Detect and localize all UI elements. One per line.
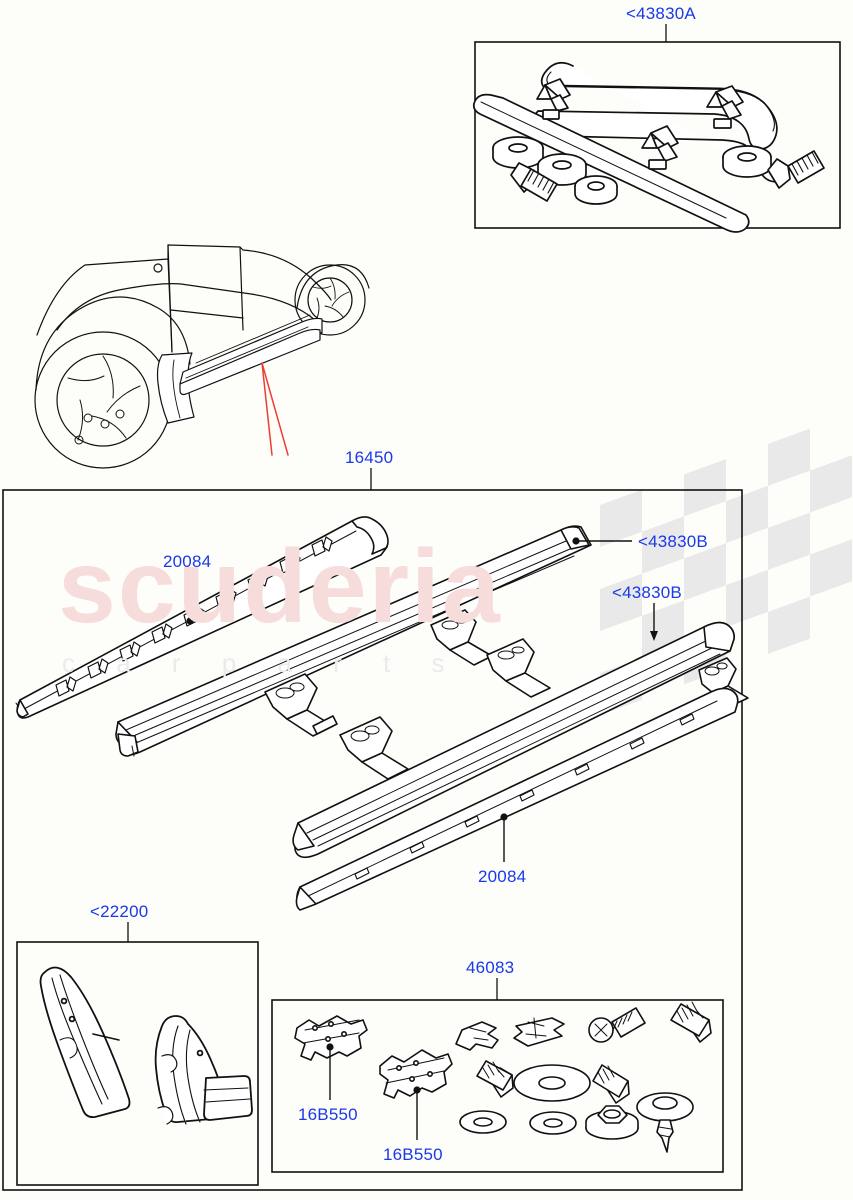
flange-bolt — [592, 1064, 630, 1104]
dot-16b550-right — [413, 1086, 421, 1094]
mud-flap-front-pin — [92, 1033, 120, 1041]
side-step-assembly-illustration — [15, 516, 749, 911]
callout-leaders — [186, 537, 658, 1140]
dot-20084-top — [186, 617, 194, 625]
rear-wheel-tyre — [294, 264, 366, 336]
vehicle-lower-body — [56, 283, 316, 331]
callout-label-16b550-left: 16B550 — [298, 1105, 358, 1124]
small-washer-2 — [529, 1111, 577, 1135]
mounting-bracket-d — [486, 638, 551, 698]
panel-boxes — [2, 41, 841, 1191]
dot-16b550-left — [326, 1043, 334, 1051]
tube-bar-lower-highlight — [480, 101, 727, 219]
spacer-washer-1 — [492, 136, 544, 169]
mounting-bracket-a — [264, 673, 338, 737]
step-tread-rail — [15, 516, 389, 719]
rear-wheel-rim — [307, 277, 353, 323]
vehicle-door-handle-hole — [153, 263, 163, 273]
large-washer — [513, 1064, 591, 1102]
front-wheel-spokes — [67, 355, 141, 445]
vehicle-mud-flap-crease — [172, 359, 181, 419]
push-rivet — [636, 1092, 694, 1153]
mounting-bracket-b — [339, 716, 409, 780]
spacer-washer-3 — [574, 175, 618, 205]
spring-clip-b — [513, 1017, 565, 1047]
step-body-lower — [292, 621, 749, 859]
front-wheel-arch — [35, 296, 191, 391]
vehicle-running-board — [179, 314, 323, 396]
bar-bracket-1 — [536, 78, 571, 120]
callout-label-16b550-right: 16B550 — [383, 1145, 443, 1164]
hex-bolt-right — [767, 150, 825, 189]
callout-label-43830b-lower: <43830B — [612, 583, 682, 602]
panel-16450-box — [2, 489, 743, 1191]
vehicle-mud-flap — [156, 352, 195, 424]
spacer-washer-4 — [722, 145, 772, 178]
bar-bracket-2 — [641, 125, 679, 170]
rear-wheel-spokes — [312, 277, 350, 319]
mud-flap-front — [39, 966, 131, 1119]
side-bar-kit-illustration — [472, 61, 825, 233]
bar-bracket-3 — [706, 85, 744, 129]
mud-flap-illustration — [39, 966, 253, 1125]
rear-wheel-arch — [296, 264, 370, 309]
panel-leader-lines — [127, 24, 667, 1000]
panel-label-43830a: <43830A — [626, 4, 696, 23]
dot-20084-bottom — [500, 813, 508, 821]
small-washer-1 — [459, 1110, 507, 1134]
arrow-43830b-lower — [650, 631, 658, 641]
spring-clip-a — [455, 1021, 499, 1051]
mud-flap-rear — [154, 1015, 253, 1125]
step-trim-strip — [295, 687, 739, 911]
bracket-left — [294, 1015, 368, 1061]
dot-43830b-upper — [572, 537, 580, 545]
vehicle-door-line — [167, 244, 244, 353]
callout-label-43830b-upper: <43830B — [638, 532, 708, 551]
flange-nut — [585, 1105, 639, 1140]
vehicle-side-profile-illustration — [34, 244, 370, 469]
red-callout-lines — [261, 362, 289, 456]
mounting-bracket-c — [430, 609, 493, 666]
hex-bolt-long — [670, 1001, 712, 1043]
panel-label-46083: 46083 — [466, 958, 515, 977]
step-body-upper — [115, 525, 592, 757]
tapping-screw — [588, 1007, 646, 1043]
panel-22200-box — [16, 941, 259, 1186]
tube-bar-upper-highlight — [546, 71, 775, 132]
panel-label-22200: <22200 — [90, 902, 149, 921]
hex-bolt-short — [476, 1060, 514, 1098]
front-wheel-rim — [56, 353, 150, 447]
bracket-right — [379, 1049, 453, 1099]
hardware-kit-illustration — [294, 1001, 712, 1153]
callout-label-20084-bottom: 20084 — [478, 867, 527, 886]
panel-43830a-box — [474, 41, 841, 229]
front-wheel-tyre — [34, 331, 172, 469]
callout-label-20084-top: 20084 — [163, 552, 212, 571]
hex-bolt-left — [510, 162, 558, 202]
panel-label-16450: 16450 — [345, 448, 394, 467]
